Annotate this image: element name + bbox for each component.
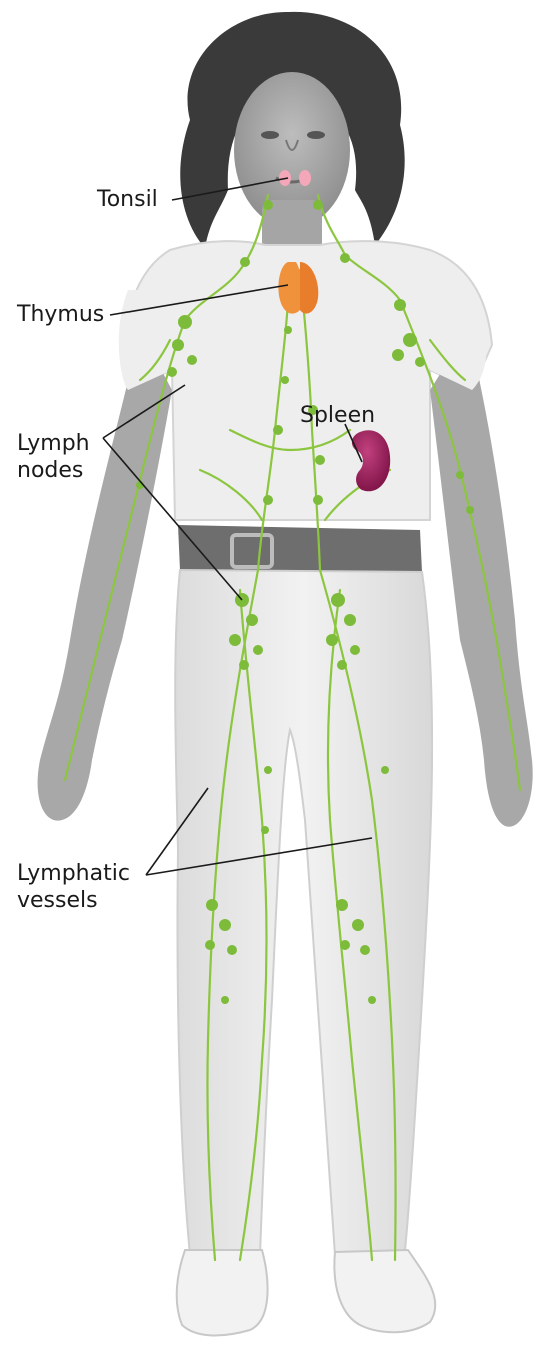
lymphatic-vessels-label-line1: Lymphatic: [17, 860, 130, 887]
lymphatic-vessels-label: Lymphatic vessels: [17, 860, 130, 914]
tonsil-label: Tonsil: [97, 186, 158, 213]
lymphatic-vessels-label-line2: vessels: [17, 887, 130, 914]
lymph-nodes-label-line2: nodes: [17, 457, 90, 484]
lymph-nodes-label: Lymph nodes: [17, 430, 90, 484]
spleen-label: Spleen: [300, 402, 375, 429]
thymus-label: Thymus: [17, 301, 104, 328]
belt: [178, 525, 422, 572]
shoes: [177, 1250, 436, 1335]
lymph-nodes-label-line1: Lymph: [17, 430, 90, 457]
